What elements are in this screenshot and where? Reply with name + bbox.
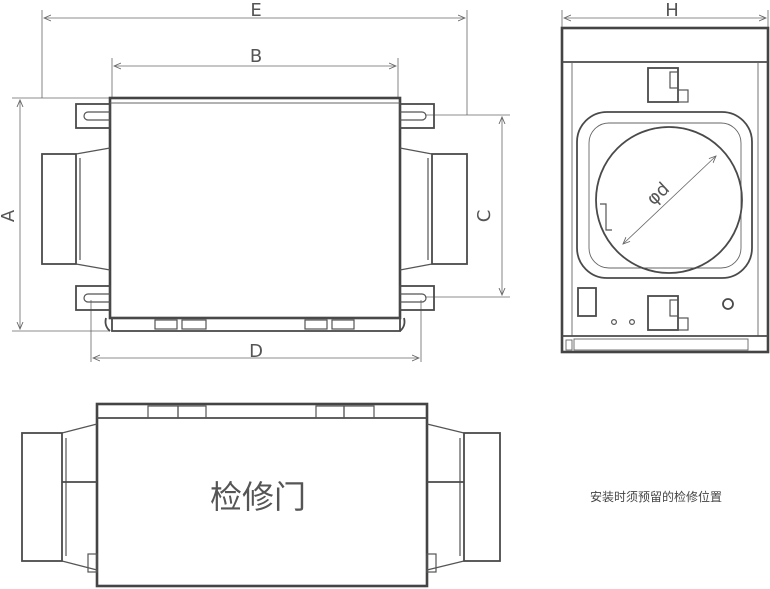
side-inner-frame	[576, 111, 753, 279]
side-bracket-bottom	[647, 295, 689, 331]
side-bracket-top	[647, 67, 689, 103]
side-indicator-dot	[610, 319, 617, 326]
mounting-bracket-tr	[399, 103, 435, 129]
duct-left	[41, 147, 111, 271]
dimension-label-h: H	[665, 0, 679, 21]
dimension-label-a: A	[0, 209, 19, 222]
mounting-bracket-tl	[75, 103, 111, 129]
bottom-body	[95, 402, 429, 588]
side-circular-outlet: φd	[595, 126, 743, 274]
side-indicator-dot	[628, 319, 635, 326]
bottom-view: 检修门	[21, 402, 501, 588]
side-terminal-block	[577, 287, 597, 317]
unit-body-top	[104, 96, 406, 332]
dimension-e: E	[41, 0, 468, 115]
dimension-label-diameter: φd	[643, 178, 674, 209]
dimension-label-c: C	[474, 210, 495, 223]
top-view: E B A C D	[0, 0, 510, 362]
access-door-label: 检修门	[210, 478, 306, 516]
service-space-note: 安装时须预留的检修位置	[590, 489, 722, 504]
dimension-c: C	[425, 114, 510, 298]
side-housing	[560, 26, 770, 354]
bottom-duct-left	[21, 423, 98, 573]
dimension-label-e: E	[250, 0, 261, 21]
side-round-port	[722, 298, 734, 310]
mounting-bracket-br	[399, 285, 435, 311]
bottom-duct-right	[426, 423, 501, 573]
dimension-a: A	[0, 97, 110, 332]
dimension-b: B	[111, 46, 399, 98]
side-view: H φd	[560, 0, 770, 354]
duct-right	[399, 147, 468, 271]
mounting-bracket-bl	[75, 285, 111, 311]
dimension-h: H	[561, 0, 769, 28]
dimension-d: D	[90, 300, 422, 362]
dimension-label-d: D	[249, 341, 263, 362]
dimension-label-b: B	[250, 46, 262, 67]
side-base-rail	[573, 338, 749, 351]
